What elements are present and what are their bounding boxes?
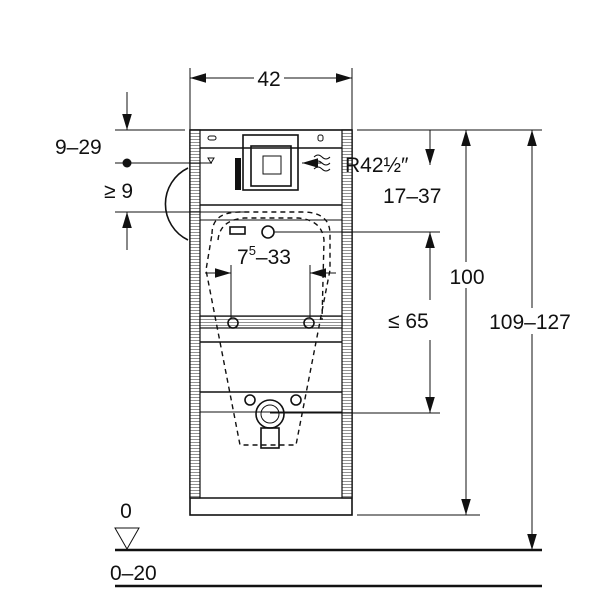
min-offset-label: ≥ 9 xyxy=(104,180,133,203)
top-offset-label: 9–29 xyxy=(55,136,102,159)
left-dimensions: 9–29 ≥ 9 xyxy=(55,92,245,250)
width-label: 42 xyxy=(257,68,280,91)
drain-outlet xyxy=(244,394,302,449)
stud-left xyxy=(227,317,239,329)
frame-height-label: 100 xyxy=(449,266,484,289)
wc-bowl-inner-outline xyxy=(217,217,325,321)
floor-level: 0 0–20 xyxy=(110,500,542,588)
right-rail xyxy=(341,129,353,499)
left-rail xyxy=(189,129,201,499)
frame xyxy=(164,129,353,516)
width-dimension: 42 xyxy=(189,68,353,130)
outlet-spacing-dimension: 75–33 xyxy=(205,240,336,318)
pipe-offset-label: 17–37 xyxy=(383,185,441,208)
total-height-label: 109–127 xyxy=(489,311,571,334)
stud-right xyxy=(303,317,315,329)
max-height-label: ≤ 65 xyxy=(388,310,429,333)
right-dimensions: 17–37 ≤ 65 100 109–127 xyxy=(270,129,580,550)
pipe-connection-callout: R42½″ xyxy=(302,154,409,177)
outlet-spacing-label: 75–33 xyxy=(237,243,291,269)
floor-range-label: 0–20 xyxy=(110,562,157,585)
floor-zero-label: 0 xyxy=(120,500,132,523)
wc-bowl-outline xyxy=(205,211,331,446)
pipe-thread-label: R42½″ xyxy=(345,154,409,177)
connection-box xyxy=(229,134,299,239)
